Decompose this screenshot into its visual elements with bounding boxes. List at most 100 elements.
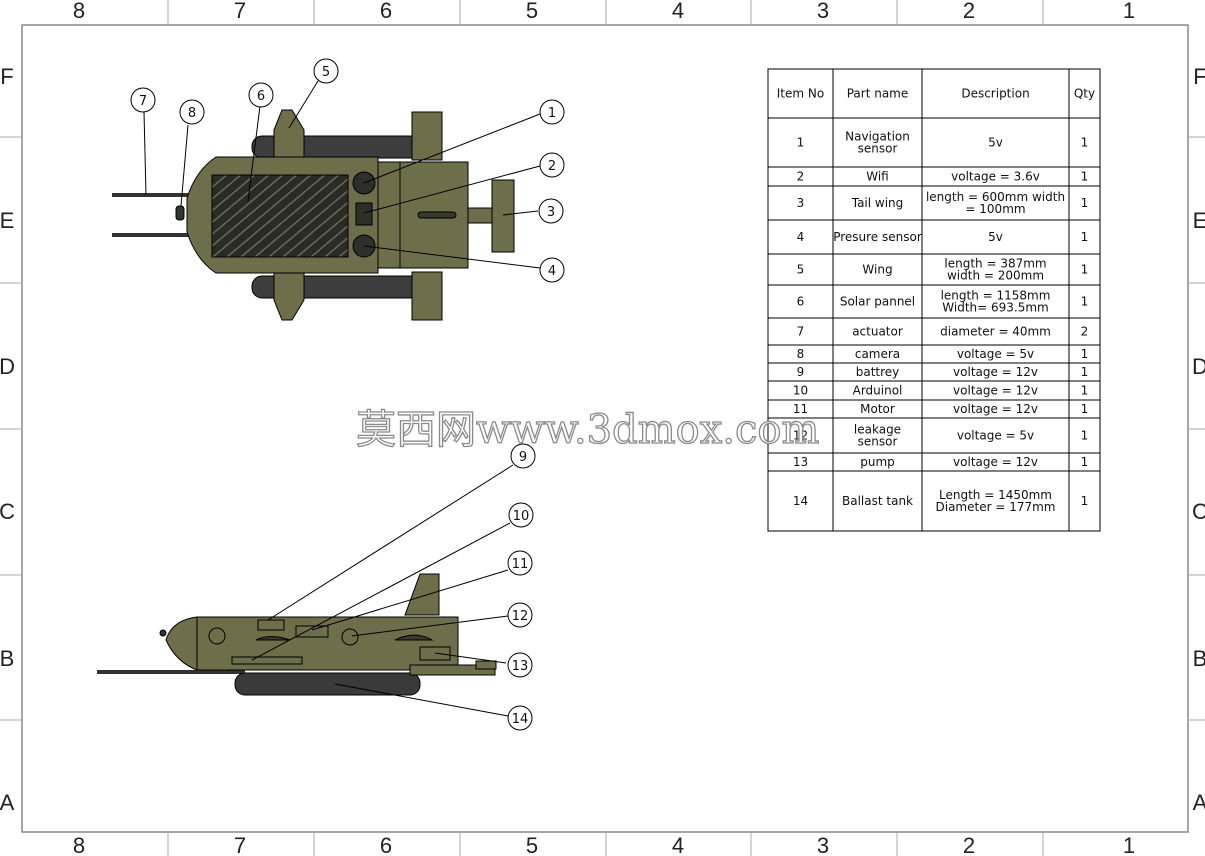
zone-row-right-E: E (1193, 208, 1205, 233)
zone-col-bottom-2: 2 (963, 833, 975, 856)
bom-cell-qty: 1 (1081, 136, 1089, 150)
zone-col-top-3: 3 (817, 0, 829, 23)
zone-col-bottom-5: 5 (526, 833, 538, 856)
zone-col-bottom-6: 6 (380, 833, 392, 856)
zone-row-right-F: F (1193, 64, 1205, 89)
zone-row-right-A: A (1193, 790, 1205, 815)
zone-col-bottom-3: 3 (817, 833, 829, 856)
bom-cell-part: Motor (860, 402, 895, 416)
bom-cell-item: 8 (797, 347, 805, 361)
bom-frame (767, 68, 1101, 532)
zone-col-top-6: 6 (380, 0, 392, 23)
tail-stem (467, 207, 493, 224)
bom-cell-part: Presure sensor (833, 230, 922, 244)
balloon-4: 4 (539, 257, 565, 283)
ballast-tank-side (234, 672, 421, 696)
bom-cell-qty: 2 (1081, 325, 1089, 339)
fin-side (404, 573, 440, 616)
bom-cell-part: Arduinol (853, 384, 903, 398)
zone-row-left-E: E (0, 208, 14, 233)
zone-row-left-A: A (0, 790, 15, 815)
bom-cell-item: 10 (793, 384, 808, 398)
balloon-8: 8 (179, 99, 205, 125)
balloon-9: 9 (510, 443, 536, 469)
bom-cell-desc: voltage = 12v (953, 384, 1038, 398)
bom-cell-desc: voltage = 3.6v (951, 170, 1040, 184)
bom-cell-desc: 5v (988, 230, 1003, 244)
watermark: 莫西网www.3dmox.com (356, 407, 819, 453)
bom-cell-desc: voltage = 12v (953, 402, 1038, 416)
balloons: 1 2 3 4 5 6 7 8 9 10 11 12 13 14 (130, 58, 565, 731)
bom-cell-desc: 5v (988, 136, 1003, 150)
bom-cell-item: 6 (797, 295, 805, 309)
balloon-7: 7 (130, 87, 156, 113)
bom-cell-qty: 1 (1081, 196, 1089, 210)
zone-col-bottom-8: 8 (73, 833, 85, 856)
zone-col-top-8: 8 (73, 0, 85, 23)
tail-wing (491, 179, 515, 253)
balloon-12: 12 (507, 602, 533, 628)
bom-cell-part: leakage (854, 423, 901, 437)
svg-text:12: 12 (512, 609, 529, 624)
balloon-6: 6 (248, 82, 274, 108)
bom-cell-part: Wifi (866, 170, 889, 184)
bom-cell-desc: = 100mm (965, 202, 1025, 216)
svg-text:2: 2 (548, 159, 556, 174)
balloon-14: 14 (507, 705, 533, 731)
bom-cell-desc: Diameter = 177mm (936, 500, 1056, 514)
balloon-5: 5 (313, 58, 339, 84)
wifi-module (355, 202, 373, 226)
camera-top (175, 205, 185, 221)
bom-cell-item: 5 (797, 263, 805, 277)
leakage-sensor (341, 628, 359, 646)
svg-text:1: 1 (548, 106, 556, 121)
bom-cell-qty: 1 (1081, 263, 1089, 277)
camera-side (159, 629, 167, 637)
bom-cell-part: sensor (858, 142, 898, 156)
tail-side (409, 664, 496, 676)
bom-cell-part: pump (860, 455, 895, 469)
zone-row-right-D: D (1192, 354, 1205, 379)
zone-row-right-B: B (1193, 646, 1205, 671)
bom-cell-qty: 1 (1081, 295, 1089, 309)
bom-cell-desc: Length = 1450mm (939, 488, 1052, 502)
bom-cell-part: Wing (862, 263, 892, 277)
zone-row-left-B: B (0, 646, 14, 671)
bom-cell-qty: 1 (1081, 347, 1089, 361)
svg-text:8: 8 (188, 106, 196, 121)
bom-cell-desc: length = 387mm (944, 257, 1046, 271)
bom-cell-part: sensor (858, 435, 898, 449)
svg-text:3: 3 (547, 205, 555, 220)
top-view (112, 109, 515, 321)
hull-side (165, 616, 459, 671)
bom-cell-qty: 1 (1081, 494, 1089, 508)
bom-cell-part: battrey (856, 365, 900, 379)
svg-text:4: 4 (548, 264, 556, 279)
bom-cell-desc: voltage = 12v (953, 455, 1038, 469)
bom-cell-desc: Width= 693.5mm (942, 301, 1048, 315)
bom-cell-qty: 1 (1081, 384, 1089, 398)
balloon-3: 3 (538, 198, 564, 224)
leader-lines (143, 80, 541, 717)
bom-cell-item: 12 (793, 429, 808, 443)
svg-text:7: 7 (139, 94, 147, 109)
zone-row-left-C: C (0, 499, 15, 524)
bom-cell-item: 4 (797, 230, 805, 244)
zone-col-top-5: 5 (526, 0, 538, 23)
bom-cell-part: Ballast tank (842, 494, 913, 508)
bom-cell-desc: voltage = 12v (953, 365, 1038, 379)
zone-col-bottom-4: 4 (672, 833, 684, 856)
balloon-11: 11 (507, 550, 533, 576)
bom-cell-item: 13 (793, 455, 808, 469)
bom-cell-desc: length = 1158mm (941, 289, 1051, 303)
bom-cell-desc: width = 200mm (947, 269, 1044, 283)
svg-text:6: 6 (257, 89, 265, 104)
bom-cell-item: 3 (797, 196, 805, 210)
bom-cell-part: Navigation (845, 130, 910, 144)
bom-cell-item: 14 (793, 494, 808, 508)
arduino (231, 656, 303, 665)
bom-cell-desc: diameter = 40mm (940, 325, 1051, 339)
battery (257, 619, 285, 631)
